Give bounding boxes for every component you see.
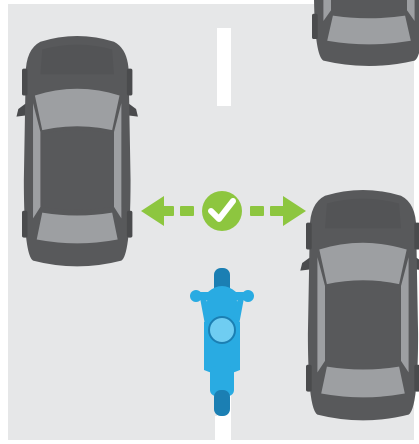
car-top-right — [306, 0, 419, 66]
lane-marking-top — [217, 28, 231, 106]
car-left — [16, 36, 137, 266]
car-bottom-right — [300, 190, 419, 420]
